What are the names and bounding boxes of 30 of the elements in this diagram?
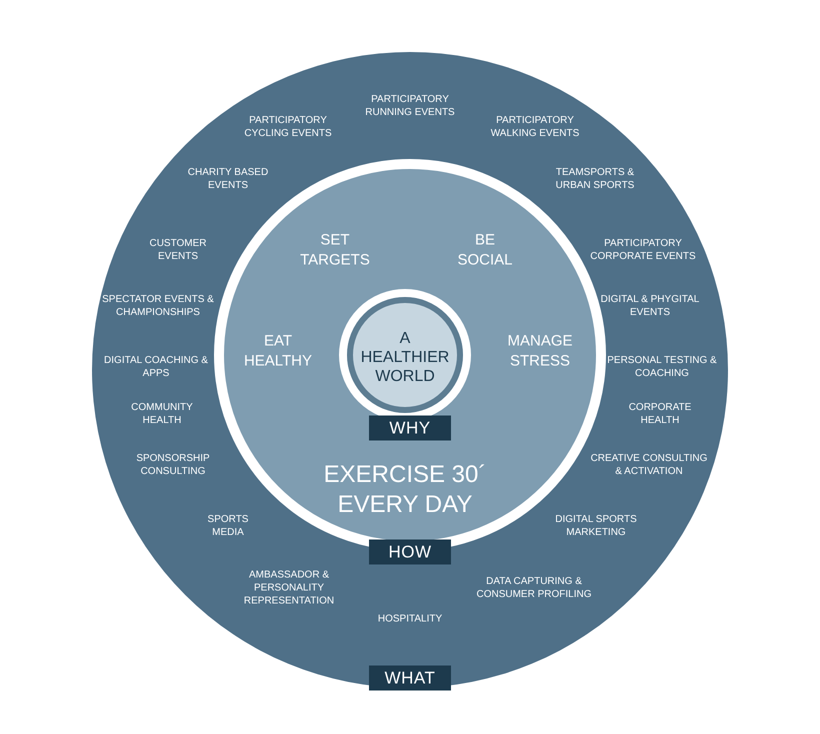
item-label: BE SOCIAL — [456, 230, 514, 270]
item-label: SPONSORSHIP CONSULTING — [135, 452, 211, 478]
item-label: PARTICIPATORY CYCLING EVENTS — [243, 114, 333, 140]
item-label: CUSTOMER EVENTS — [148, 237, 208, 263]
item-label: MANAGE STRESS — [506, 332, 574, 370]
item-label: PARTICIPATORY WALKING EVENTS — [490, 114, 580, 140]
item-label: SPORTS MEDIA — [206, 513, 250, 539]
item-label: SET TARGETS — [299, 230, 371, 270]
item-label: PARTICIPATORY RUNNING EVENTS — [364, 93, 456, 119]
item-label: SPECTATOR EVENTS & CHAMPIONSHIPS — [101, 293, 215, 319]
item-label: DIGITAL SPORTS MARKETING — [554, 513, 638, 539]
outer-ring — [92, 52, 728, 688]
item-label: CHARITY BASED EVENTS — [186, 166, 270, 192]
item-label: COMMUNITY HEALTH — [130, 401, 194, 427]
item-label: DIGITAL & PHYGITAL EVENTS — [600, 293, 700, 319]
heading-text: EXERCISE 30´ EVERY DAY — [322, 460, 488, 520]
section-tab: WHY — [369, 416, 451, 440]
item-label: PERSONAL TESTING & COACHING — [607, 354, 717, 380]
item-label: TEAMSPORTS & URBAN SPORTS — [554, 166, 636, 192]
item-label: DIGITAL COACHING & APPS — [103, 354, 209, 380]
item-label: PARTICIPATORY CORPORATE EVENTS — [589, 237, 697, 263]
item-label: CORPORATE HEALTH — [628, 401, 692, 427]
item-label: A HEALTHIER WORLD — [360, 329, 450, 387]
item-label: CREATIVE CONSULTING & ACTIVATION — [590, 452, 708, 478]
section-tab: WHAT — [369, 666, 451, 690]
item-label: HOSPITALITY — [376, 612, 444, 626]
section-tab: HOW — [369, 540, 451, 564]
item-label: AMBASSADOR & PERSONALITY REPRESENTATION — [242, 568, 336, 608]
item-label: DATA CAPTURING & CONSUMER PROFILING — [475, 575, 592, 601]
item-label: EAT HEALTHY — [242, 332, 314, 370]
